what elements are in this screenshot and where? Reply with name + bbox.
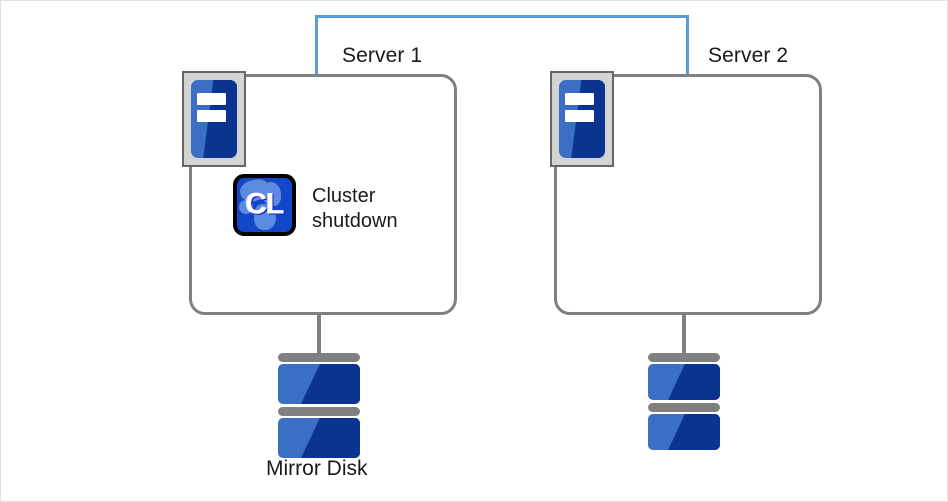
cluster-shutdown-label-line1: Cluster (312, 185, 376, 207)
cluster-icon[interactable]: CL (233, 174, 296, 236)
server-rack-slot-2 (565, 110, 594, 123)
server1-disk-connector (317, 313, 321, 357)
disk-bar (278, 407, 360, 416)
cluster-icon-glyph: CL (245, 187, 285, 221)
cluster-icon-splash (253, 203, 276, 230)
cluster-icon-splash (262, 182, 281, 207)
disk-platter-shade (668, 414, 720, 450)
mirror-disk-label: Mirror Disk (266, 457, 368, 480)
server-rack-icon (182, 71, 246, 167)
server-rack-slot-1 (197, 93, 226, 105)
disk-platter-shade (668, 364, 720, 400)
disk-platter-shade (300, 364, 360, 404)
disk-platter (278, 364, 360, 404)
server-rack-slot-1 (565, 93, 594, 105)
server-rack-slot-2 (197, 110, 226, 123)
server2-label: Server 2 (708, 44, 789, 67)
disk-platter-shade (300, 418, 360, 458)
mirror-disk-server1[interactable] (278, 353, 360, 458)
disk-bar (648, 403, 720, 412)
server1-label: Server 1 (342, 44, 423, 67)
disk-platter (648, 414, 720, 450)
disk-bar (278, 353, 360, 362)
cluster-icon-splash (239, 199, 254, 214)
server-rack-icon (550, 71, 614, 167)
server-rack-unit (191, 80, 237, 158)
cluster-shutdown-label: Cluster shutdown (312, 184, 398, 234)
disk-platter (278, 418, 360, 458)
disk-platter (648, 364, 720, 400)
mirror-disk-server2[interactable] (648, 353, 720, 450)
server-rack-unit (559, 80, 605, 158)
disk-bar (648, 353, 720, 362)
cluster-shutdown-label-line2: shutdown (312, 210, 398, 232)
interconnect-link (315, 15, 689, 75)
server2-disk-connector (682, 313, 686, 357)
